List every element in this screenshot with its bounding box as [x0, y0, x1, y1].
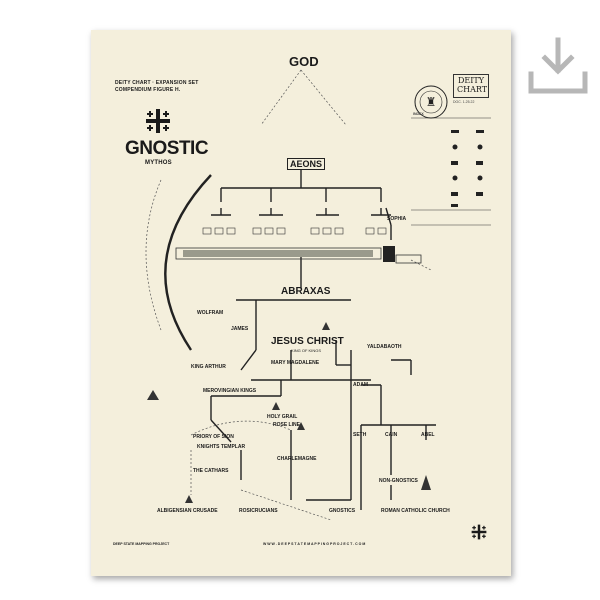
cathars-label: THE CATHARS	[193, 468, 229, 474]
gnostic-title: GNOSTIC	[125, 138, 209, 159]
yaldabaoth-label: YALDABAOTH	[367, 344, 402, 350]
mythos-subtitle: MYTHOS	[145, 160, 172, 166]
deity-chart-poster: ♜ GOD DEITY CHART · EXPANSION SET COMPEN…	[91, 30, 511, 576]
wolfram-label: WOLFRAM	[197, 310, 224, 316]
aeons-label: AEONS	[287, 158, 326, 170]
knights-label: KNIGHTS TEMPLAR	[197, 444, 246, 450]
jerusalem-cross-icon	[145, 108, 171, 134]
jesus-christ-label: JESUS CHRIST	[271, 336, 344, 347]
chart-connector-lines: ♜	[145, 69, 491, 521]
header-line-2: COMPENDIUM FIGURE H.	[115, 87, 181, 93]
abel-label: ABEL	[421, 432, 435, 438]
download-icon[interactable]	[528, 34, 588, 94]
james-label: JAMES	[231, 326, 249, 332]
rosicrucians-label: ROSICRUCIANS	[239, 508, 278, 514]
footer-project-name: DEEP STATE MAPPING PROJECT	[113, 542, 170, 546]
index-label: INDEX	[413, 112, 424, 116]
adam-label: ADAM	[353, 382, 368, 388]
holy-grail-label: HOLY GRAIL	[267, 414, 298, 420]
cain-label: CAIN	[385, 432, 398, 438]
roman-catholic-label: ROMAN CATHOLIC CHURCH	[381, 508, 450, 514]
king-arthur-label: KING ARTHUR	[191, 364, 226, 370]
footer-url: W W W . D E E P S T A T E M A P P I N G …	[263, 542, 366, 546]
merovingian-label: MEROVINGIAN KINGS	[203, 388, 257, 394]
gnostics-label: GNOSTICS	[329, 508, 356, 514]
non-gnostics-label: NON-GNOSTICS	[379, 478, 418, 484]
charlemagne-label: CHARLEMAGNE	[277, 456, 317, 462]
god-title: GOD	[289, 54, 319, 69]
doc-number: DOC. 1.25.22	[453, 100, 475, 104]
seth-label: SETH	[353, 432, 367, 438]
priory-label: PRIORY OF SION	[193, 434, 234, 440]
deity-chart-logo: DEITY CHART	[453, 74, 489, 98]
abraxas-label: ABRAXAS	[281, 286, 331, 297]
jerusalem-cross-icon	[471, 524, 487, 540]
rose-line-label: ROSE LINE	[273, 422, 300, 428]
header-line-1: DEITY CHART · EXPANSION SET	[115, 80, 199, 86]
mary-magdalene-label: MARY MAGDALENE	[271, 360, 320, 366]
sophia-label: SOPHIA	[387, 216, 407, 222]
svg-text:♜: ♜	[426, 95, 437, 109]
king-of-kings-label: KING OF KINGS	[291, 348, 322, 353]
albigensian-label: ALBIGENSIAN CRUSADE	[157, 508, 218, 514]
